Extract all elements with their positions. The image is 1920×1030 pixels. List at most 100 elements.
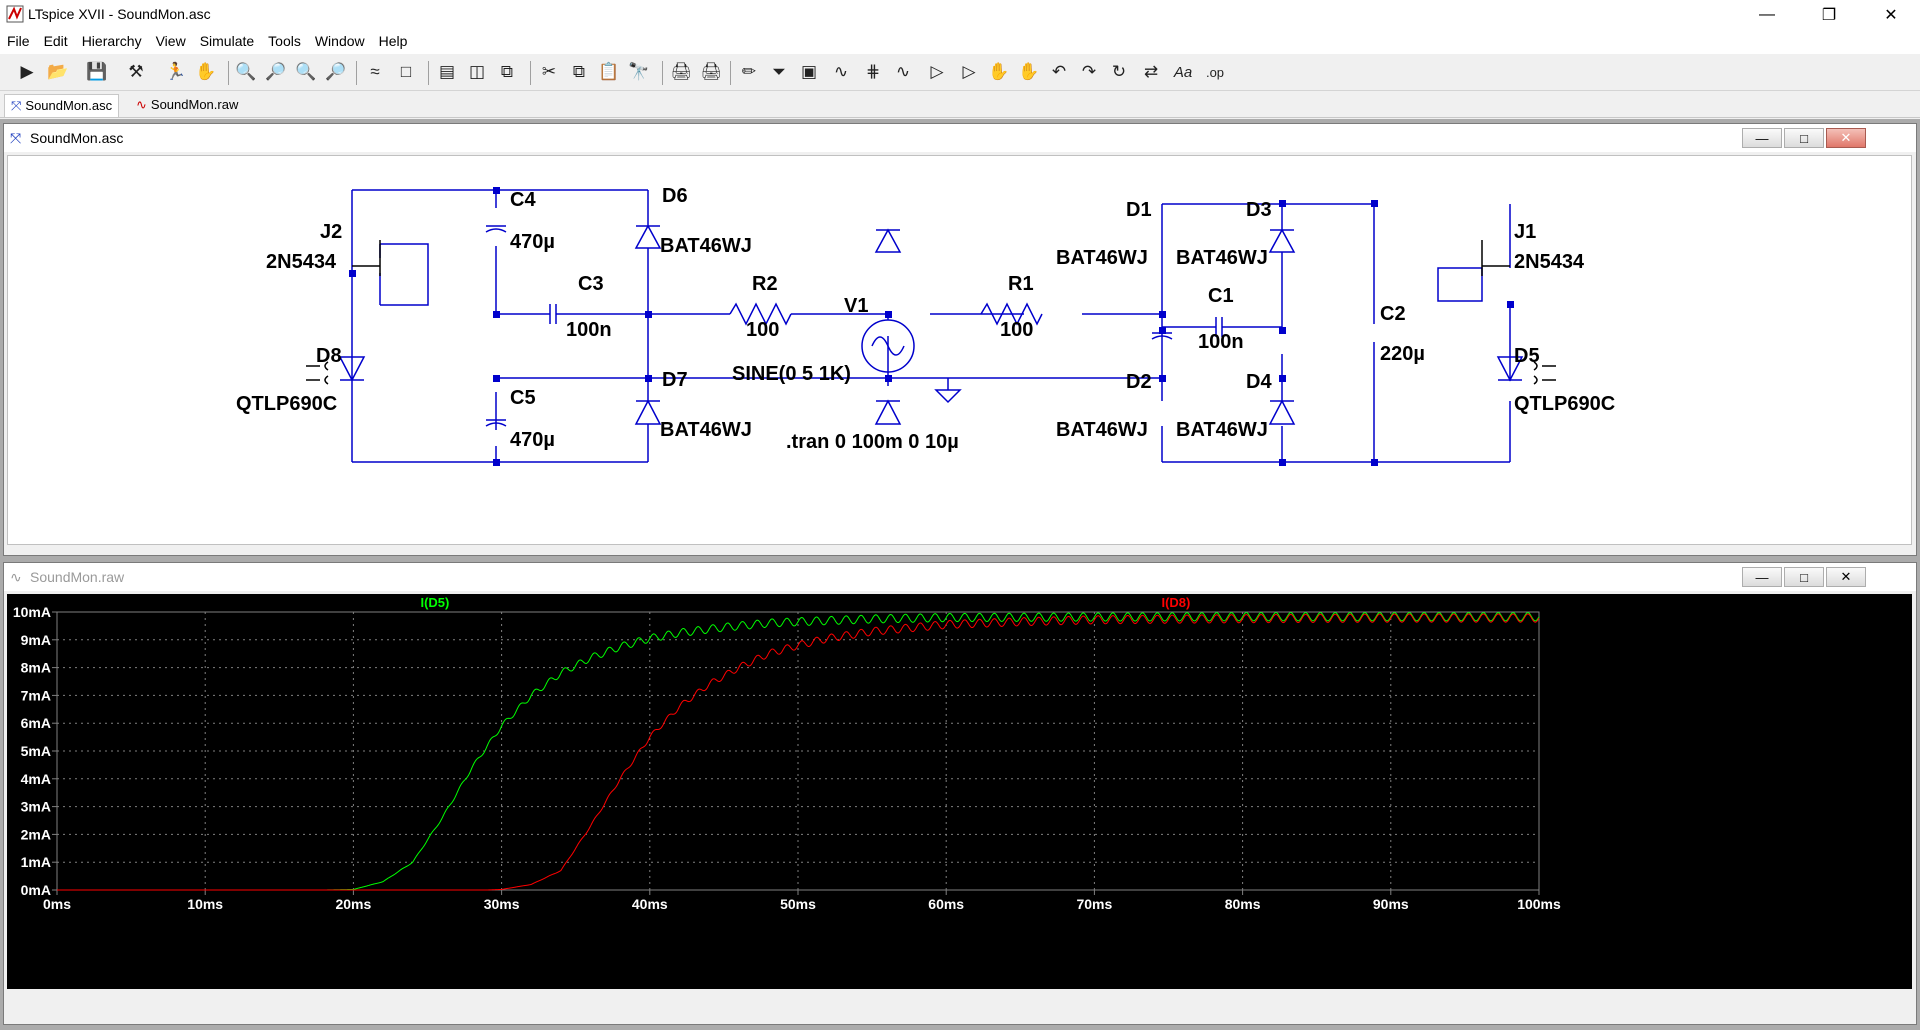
- find-icon[interactable]: 🔭: [628, 62, 650, 81]
- mdi-workspace: ⤧ SoundMon.asc — □ ✕: [0, 119, 1920, 1030]
- redo-icon[interactable]: ↷: [1081, 62, 1097, 81]
- component-label: D5: [1514, 345, 1540, 367]
- autorange-icon[interactable]: ≈: [370, 62, 380, 81]
- child-maximize-button[interactable]: □: [1784, 128, 1824, 148]
- resistor-icon[interactable]: ∿: [833, 62, 849, 81]
- spice-directive[interactable]: .tran 0 100m 0 10µ: [786, 431, 959, 453]
- jfet-J2: [352, 240, 381, 276]
- spice-directive-icon[interactable]: .op: [1205, 64, 1225, 80]
- move-icon[interactable]: ✋: [988, 62, 1010, 81]
- x-tick-label: 0ms: [43, 896, 71, 912]
- delete-trace-icon[interactable]: □: [400, 62, 412, 81]
- save-icon[interactable]: 💾: [86, 62, 108, 81]
- component-label: V1: [844, 295, 868, 317]
- copy-icon[interactable]: ⧉: [572, 62, 586, 81]
- undo-icon[interactable]: ↶: [1051, 62, 1067, 81]
- component-label: C2: [1380, 303, 1406, 325]
- toolbar: ▶ 📂 💾 ⚒ 🏃 ✋ 🔍 🔎 🔍 🔎 ≈ □ ▤ ◫ ⧉ ✂ ⧉ 📋 🔭 🖨 …: [0, 55, 1920, 91]
- menu-window[interactable]: Window: [314, 33, 365, 49]
- mirror-icon[interactable]: ⇄: [1143, 62, 1159, 81]
- capacitor-C3: [549, 304, 566, 324]
- component-value: 220µ: [1380, 343, 1425, 365]
- menu-file[interactable]: File: [7, 33, 30, 49]
- traces: [57, 612, 1540, 891]
- menu-help[interactable]: Help: [378, 33, 408, 49]
- component-label: C4: [510, 189, 536, 211]
- capacitor-icon[interactable]: ⋕: [865, 62, 881, 81]
- rotate-icon[interactable]: ↻: [1111, 62, 1127, 81]
- x-tick-label: 90ms: [1373, 896, 1409, 912]
- child-minimize-button[interactable]: —: [1742, 567, 1782, 587]
- child-close-button[interactable]: ✕: [1826, 128, 1866, 148]
- maximize-button[interactable]: ❐: [1806, 0, 1852, 30]
- text-icon[interactable]: Aa: [1173, 63, 1193, 81]
- component-label: D7: [662, 369, 688, 391]
- y-tick-label: 3mA: [21, 799, 51, 815]
- child-close-button[interactable]: ✕: [1826, 567, 1866, 587]
- y-tick-label: 5mA: [21, 743, 51, 759]
- component-label: C1: [1208, 285, 1234, 307]
- open-icon[interactable]: 📂: [47, 62, 69, 81]
- zoom-in-icon[interactable]: 🔍: [235, 62, 257, 81]
- x-tick-label: 100ms: [1517, 896, 1561, 912]
- child-minimize-button[interactable]: —: [1742, 128, 1782, 148]
- cut-icon[interactable]: ✂: [541, 62, 557, 81]
- component-icon[interactable]: ▷: [962, 62, 976, 81]
- schematic-canvas[interactable]: J2 2N5434 D8 QTLP690C C4 470µ C5 470µ D6…: [7, 155, 1912, 545]
- schematic-icon: ⤧: [10, 130, 22, 146]
- y-tick-label: 2mA: [21, 826, 51, 842]
- waveform-icon: ∿: [10, 569, 22, 585]
- child-maximize-button[interactable]: □: [1784, 567, 1824, 587]
- run-icon[interactable]: 🏃: [165, 62, 187, 81]
- halt-icon[interactable]: ✋: [195, 62, 217, 81]
- zoom-full-icon[interactable]: 🔎: [265, 62, 287, 81]
- label-net-icon[interactable]: ▣: [800, 62, 818, 81]
- menu-hierarchy[interactable]: Hierarchy: [81, 33, 142, 49]
- control-panel-icon[interactable]: ⚒: [128, 62, 144, 81]
- cascade-icon[interactable]: ⧉: [500, 62, 514, 81]
- diode-D2: [874, 399, 902, 425]
- component-label: R1: [1008, 273, 1034, 295]
- legend-label: I(D8): [1161, 595, 1190, 610]
- schematic-window-title: SoundMon.asc: [30, 130, 124, 146]
- tile-vertical-icon[interactable]: ◫: [468, 62, 486, 81]
- minimize-button[interactable]: —: [1744, 0, 1790, 30]
- component-label: D2: [1126, 371, 1152, 393]
- led-D8: [338, 356, 366, 382]
- draw-wire-icon[interactable]: ✏: [741, 62, 757, 81]
- zoom-cancel-icon[interactable]: 🔎: [325, 62, 347, 81]
- minimize-icon: —: [1759, 6, 1775, 23]
- inductor-icon[interactable]: ∿: [895, 62, 911, 81]
- drag-icon[interactable]: ✋: [1018, 62, 1040, 81]
- print-setup-icon[interactable]: 🖨: [670, 62, 692, 81]
- close-button[interactable]: ✕: [1868, 0, 1914, 30]
- zoom-out-icon[interactable]: 🔍: [295, 62, 317, 81]
- paste-icon[interactable]: 📋: [598, 62, 620, 81]
- menu-view[interactable]: View: [155, 33, 186, 49]
- menu-simulate[interactable]: Simulate: [199, 33, 255, 49]
- schematic-icon: ⤧: [11, 98, 22, 113]
- menu-tools[interactable]: Tools: [268, 33, 301, 49]
- x-tick-label: 40ms: [632, 896, 668, 912]
- tile-horizontal-icon[interactable]: ▤: [438, 62, 456, 81]
- component-label: J1: [1514, 221, 1536, 243]
- component-label: C5: [510, 387, 536, 409]
- component-value: BAT46WJ: [660, 419, 752, 441]
- component-value: BAT46WJ: [1176, 247, 1268, 269]
- print-icon[interactable]: 🖨: [700, 62, 722, 81]
- diode-icon[interactable]: ▷: [930, 62, 944, 81]
- tab-soundmon-raw[interactable]: ∿ SoundMon.raw: [130, 94, 244, 117]
- new-schematic-icon[interactable]: ▶: [20, 62, 34, 81]
- window-title: LTspice XVII - SoundMon.asc: [28, 6, 211, 22]
- diode-D6: [634, 224, 662, 249]
- schematic-drawing: J2 2N5434 D8 QTLP690C C4 470µ C5 470µ D6…: [236, 185, 1615, 466]
- y-tick-label: 7mA: [21, 687, 51, 703]
- tab-soundmon-asc[interactable]: ⤧ SoundMon.asc: [4, 94, 120, 117]
- ground-icon[interactable]: ⏷: [772, 62, 786, 81]
- diode-D1: [874, 228, 902, 253]
- menu-edit[interactable]: Edit: [43, 33, 68, 49]
- component-value: 100: [746, 319, 779, 341]
- y-tick-label: 9mA: [21, 632, 51, 648]
